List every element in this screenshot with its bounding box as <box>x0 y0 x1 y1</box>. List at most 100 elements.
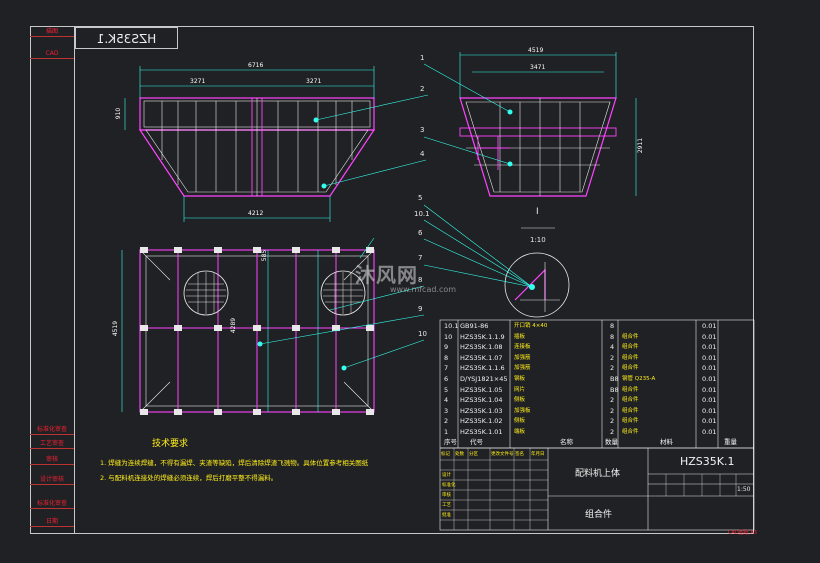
bom-cell-no: 6 <box>444 375 449 383</box>
bom-cell-qty: B8 <box>610 375 619 383</box>
bom-cell-no: 5 <box>444 385 449 394</box>
part-type: 组合件 <box>585 510 613 520</box>
dim-plan-center: 4289 <box>230 317 238 334</box>
bom-cell-name: 加强筋 <box>514 365 531 372</box>
bom-cell-code: HZS35K.1.04 <box>460 396 503 405</box>
sidebar-label-0: 描图 <box>30 26 74 37</box>
bom-cell-name: 插板 <box>514 333 526 340</box>
bom-cell-no: 1 <box>444 428 449 436</box>
balloon-5: 5 <box>418 194 423 202</box>
bom-cell-wt: 0.01 <box>702 417 717 426</box>
detail-scale: 1:10 <box>530 236 546 244</box>
bom-cell-name: 连接板 <box>514 344 531 351</box>
title-block-label: 设计 <box>442 473 451 478</box>
bom-cell-code: GB91-86 <box>460 322 489 330</box>
sidebar-bottom-1: 工艺审查 <box>30 438 74 449</box>
bom-cell-name: 加强板 <box>514 407 531 414</box>
sidebar-bottom-2: 审核 <box>30 454 74 465</box>
dim-front-side: 910 <box>115 107 123 120</box>
drawing-number: HZS35K.1 <box>680 455 735 468</box>
balloon-10-1: 10.1 <box>414 210 430 218</box>
bom-cell-qty: B8 <box>610 385 619 394</box>
bom-cell-no: 9 <box>444 343 449 352</box>
title-block-label: 工艺 <box>442 503 451 508</box>
bom-cell-qty: 2 <box>610 406 615 415</box>
dim-front-overall: 6716 <box>248 62 264 69</box>
watermark-url: www.mfcad.com <box>390 285 457 294</box>
bom-cell-code: HZS35K.1.08 <box>460 343 503 352</box>
bom-cell-wt: 0.01 <box>702 385 717 394</box>
bom-cell-mat: 组合件 <box>622 344 639 351</box>
bom-row: 3 HZS35K.1.03 加强板 2 组合件 0.01 <box>440 406 754 417</box>
dim-plan-small: 585 <box>261 249 269 262</box>
bom-cell-code: HZS35K.1.1.9 <box>460 332 505 341</box>
title-block-label: 标准化 <box>442 483 456 488</box>
title-block-grid <box>439 447 755 531</box>
bom-cell-no: 10.1 <box>444 322 459 330</box>
title-block-label: 分区 <box>469 452 478 457</box>
bom-cell-no: 10 <box>444 332 453 341</box>
detail-view <box>504 227 570 318</box>
bom-cell-no: 2 <box>444 417 449 426</box>
bom-cell-code: HZS35K.1.03 <box>460 406 503 415</box>
watermark-brand: 沐风网 <box>355 263 418 287</box>
detail-label: I <box>536 207 539 217</box>
bom-header: 序号 代号 名称 数量 材料 重量 <box>440 437 754 448</box>
bom-cell-wt: 0.01 <box>702 406 717 415</box>
bom-cell-code: HZS35K.1.05 <box>460 385 503 394</box>
balloon-1: 1 <box>420 54 425 62</box>
bom-cell-mat: 组合件 <box>622 397 639 404</box>
bom-cell-no: 7 <box>444 364 449 373</box>
sidebar: 描图 CAD 标准化审查 工艺审查 审核 设计审核 标准化审查 日期 <box>30 26 75 534</box>
bom-cell-wt: 0.01 <box>702 332 717 341</box>
bom-cell-code: HZS35K.1.1.6 <box>460 364 505 373</box>
bom-cell-code: HZS35K.1.07 <box>460 353 503 362</box>
bom-cell-no: 3 <box>444 406 449 415</box>
bom-cell-wt: 0.01 <box>702 428 717 436</box>
plan-view <box>121 247 375 415</box>
scale-value: 1:50 <box>737 486 751 493</box>
footer-code: CAD图纸 A3 <box>728 530 757 536</box>
bom-cell-name: 钢板 <box>514 376 526 382</box>
bom-cell-qty: 2 <box>610 364 615 373</box>
side-view <box>459 52 637 197</box>
tech-note-1: 1. 焊缝为连续焊缝，不得有漏焊、夹渣等缺陷，焊后清除焊渣飞溅物。具体位置参考相… <box>100 459 369 467</box>
bom-cell-mat: 组合件 <box>622 354 639 361</box>
sidebar-label-1: CAD <box>30 48 74 59</box>
bom-cell-wt: 0.01 <box>702 396 717 405</box>
bom-cell-qty: 2 <box>610 396 615 405</box>
bom-cell-mat: 组合件 <box>622 333 639 340</box>
bom-cell-qty: 2 <box>610 353 615 362</box>
bom-cell-wt: 0.01 <box>702 353 717 362</box>
bom-header-no: 序号 <box>444 438 457 446</box>
bom-cell-mat: 钢管 Q235-A <box>622 376 656 382</box>
bom-cell-qty: 8 <box>610 322 615 330</box>
tech-title: 技术要求 <box>152 439 189 449</box>
bom-cell-name: 侧板 <box>514 418 526 425</box>
bom-cell-name: 加强筋 <box>514 354 531 361</box>
front-view <box>124 66 376 222</box>
dim-plan-width: 4519 <box>112 320 120 337</box>
bom-cell-qty: 2 <box>610 417 615 426</box>
bom-cell-mat: 组合件 <box>622 407 639 414</box>
title-block-label: 处数 <box>455 452 464 457</box>
balloon-3: 3 <box>420 126 425 134</box>
tech-note-2: 2. 与配料机连接处的焊缝必须连续，焊后打磨平整不得漏料。 <box>100 474 278 482</box>
dim-front-right: 3271 <box>306 78 322 85</box>
bom-cell-mat: 组合件 <box>622 365 639 372</box>
bom-cell-code: HZS35K.1.01 <box>460 428 503 436</box>
bom-cell-name: 网片 <box>514 386 526 393</box>
bom-cell-wt: 0.01 <box>702 375 717 383</box>
balloon-8: 8 <box>418 276 423 284</box>
bom-cell-wt: 0.01 <box>702 343 717 352</box>
bom-header-mat: 材料 <box>660 438 673 446</box>
balloon-6: 6 <box>418 229 423 237</box>
balloon-10: 10 <box>418 330 427 338</box>
bom-cell-no: 8 <box>444 353 449 362</box>
dim-side-overall: 4519 <box>528 47 544 54</box>
